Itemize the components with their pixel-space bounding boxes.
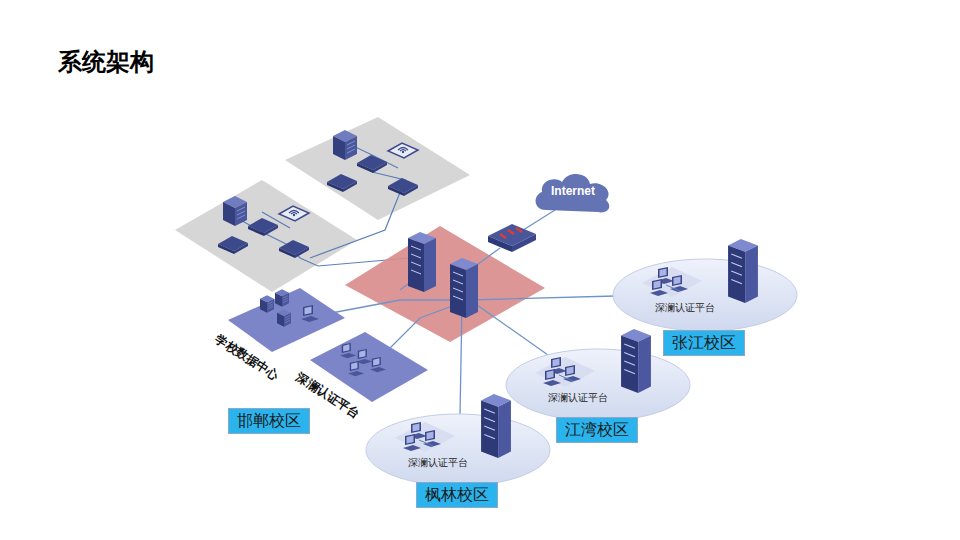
node-label: 深澜认证平台: [408, 456, 468, 470]
page-title: 系统架构: [58, 46, 154, 78]
campus-tag: 邯郸校区: [228, 408, 310, 434]
campus-ellipse: 深澜认证平台: [503, 345, 693, 425]
node-label: 江湾校区: [565, 420, 629, 440]
node-label: Internet: [532, 184, 614, 198]
node-label: 深澜认证平台: [548, 391, 608, 405]
campus-ellipse: 深澜认证平台: [363, 410, 553, 490]
campus-outline: [610, 255, 800, 335]
node-label: 张江校区: [672, 333, 736, 353]
internet-cloud: Internet: [532, 170, 614, 216]
auth-platform-zone: 深澜认证平台: [290, 325, 440, 425]
campus-outline: [363, 410, 553, 490]
campus-ellipse: 深澜认证平台: [610, 255, 800, 335]
node-label: 邯郸校区: [237, 411, 301, 431]
node-label: 枫林校区: [425, 485, 489, 505]
campus-tag: 江湾校区: [556, 417, 638, 443]
campus-outline: [503, 345, 693, 425]
campus-tag: 枫林校区: [416, 482, 498, 508]
campus-tag: 张江校区: [663, 330, 745, 356]
node-label: 深澜认证平台: [655, 301, 715, 315]
